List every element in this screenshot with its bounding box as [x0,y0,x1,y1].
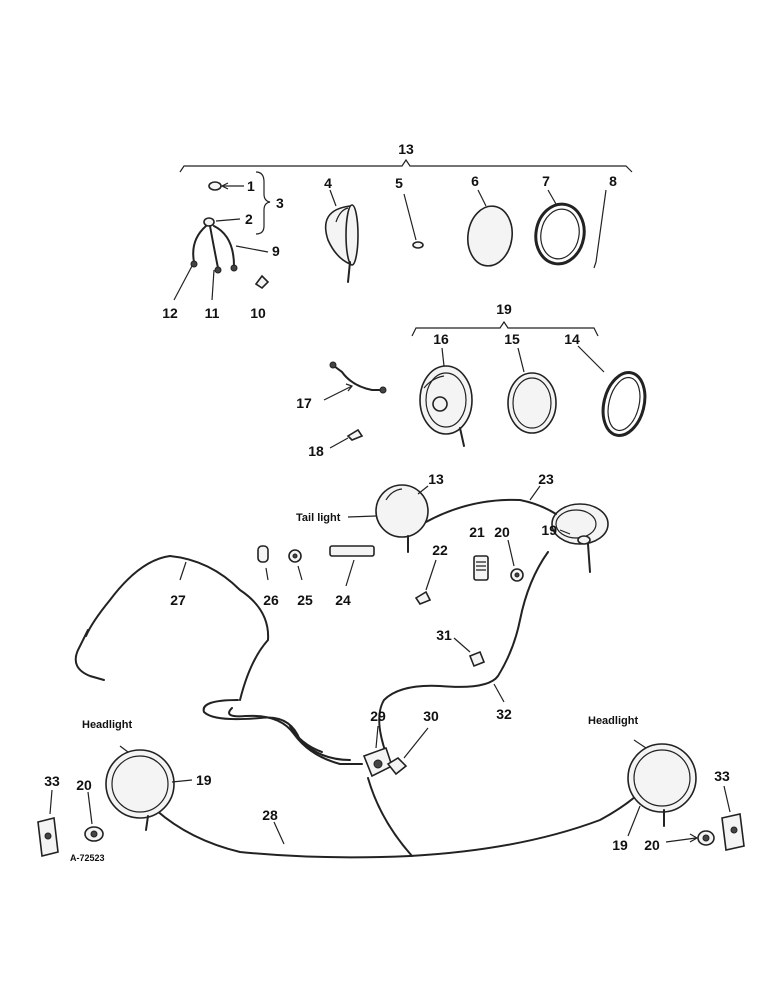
callout-7: 7 [542,173,550,189]
socket-wiring-part-9 [190,225,269,274]
callout-19-group: 19 [496,301,512,317]
wire-23 [425,498,557,523]
group-bracket-19 [411,320,599,337]
lens-part-6 [467,189,513,267]
callout-23: 23 [538,471,554,487]
wire-28 [155,795,637,859]
callout-9: 9 [272,243,280,259]
bracket-part-33-right [721,785,745,851]
callout-28: 28 [262,807,278,823]
caption-headlight-left: Headlight [82,719,132,731]
tail-light-caption-leader [347,515,377,518]
callout-19-tail-side: 19 [541,522,557,538]
callout-12: 12 [162,305,178,321]
clip-part-10 [254,274,270,290]
callout-20-tail: 20 [494,524,510,540]
leader-23 [529,485,541,501]
clip-part-22 [414,559,437,605]
screw-part-5 [403,193,424,249]
headlight-left-19 [105,745,193,831]
knob-part-30 [386,727,429,776]
bracket-part-33-left [37,789,59,857]
callout-29: 29 [370,708,386,724]
callout-5: 5 [395,175,403,191]
socket-part-2 [203,217,241,227]
callout-13-tail: 13 [428,471,444,487]
callout-24: 24 [335,592,351,608]
callout-26: 26 [263,592,279,608]
spring-part-8 [593,189,607,269]
callout-31: 31 [436,627,452,643]
leader-28 [273,821,285,845]
fastener-part-21 [473,555,489,581]
callout-2: 2 [245,211,253,227]
callout-6: 6 [471,173,479,189]
callout-15: 15 [504,331,520,347]
callout-25: 25 [297,592,313,608]
callout-13-group: 13 [398,141,414,157]
rim-part-14 [577,345,647,437]
callout-1: 1 [247,178,255,194]
wire-lead-part-17 [323,361,387,401]
callout-30: 30 [423,708,439,724]
rim-part-7 [534,189,586,266]
nut-part-20-right [665,830,715,846]
callout-3: 3 [276,195,284,211]
group-bracket-13 [179,158,633,173]
wire-bundle [202,699,363,765]
nut-part-20-left [84,791,104,842]
leader-11 [211,269,215,301]
tube-part-24 [329,545,375,587]
callout-19-right: 19 [612,837,628,853]
callout-27: 27 [170,592,186,608]
caption-tail-light: Tail light [296,512,341,524]
callout-21: 21 [469,524,485,540]
callout-20-right: 20 [644,837,660,853]
callout-11: 11 [205,305,220,321]
bulb-part-26 [257,545,269,581]
callout-8: 8 [609,173,617,189]
callout-14: 14 [564,331,580,347]
leader-27 [179,561,187,581]
callout-32: 32 [496,706,512,722]
leader-29 [375,725,379,749]
callout-17: 17 [296,395,312,411]
lamp-housing-part-4 [324,189,359,283]
caption-headlight-right: Headlight [588,715,638,727]
bulb-part-1 [208,181,244,191]
nut-part-20 [507,539,524,582]
wire-28-branch [367,777,413,857]
connector-part-18 [329,428,364,449]
leader-32 [493,683,505,703]
callout-19-left: 19 [196,772,212,788]
callout-18: 18 [308,443,324,459]
wire-27-lead [74,629,105,681]
callout-33-right: 33 [714,768,730,784]
lamp-19-tail-side [551,503,609,573]
clip-part-31 [453,637,486,668]
group-bracket-3 [255,171,271,235]
grommet-part-25 [288,549,303,581]
tail-light-13 [375,484,429,553]
lamp-body-part-16 [419,347,473,447]
drawing-code: A-72523 [70,853,105,863]
callout-33-left: 33 [44,773,60,789]
callout-20-left: 20 [76,777,92,793]
wire-27 [85,554,270,701]
headlight-right-19 [627,739,697,837]
leader-12 [173,265,193,301]
callout-4: 4 [324,175,332,191]
callout-16: 16 [433,331,449,347]
wire-32 [378,551,549,765]
lens-part-15 [507,347,557,434]
callout-10: 10 [250,305,266,321]
switch-part-29 [362,746,393,778]
callout-22: 22 [432,542,448,558]
